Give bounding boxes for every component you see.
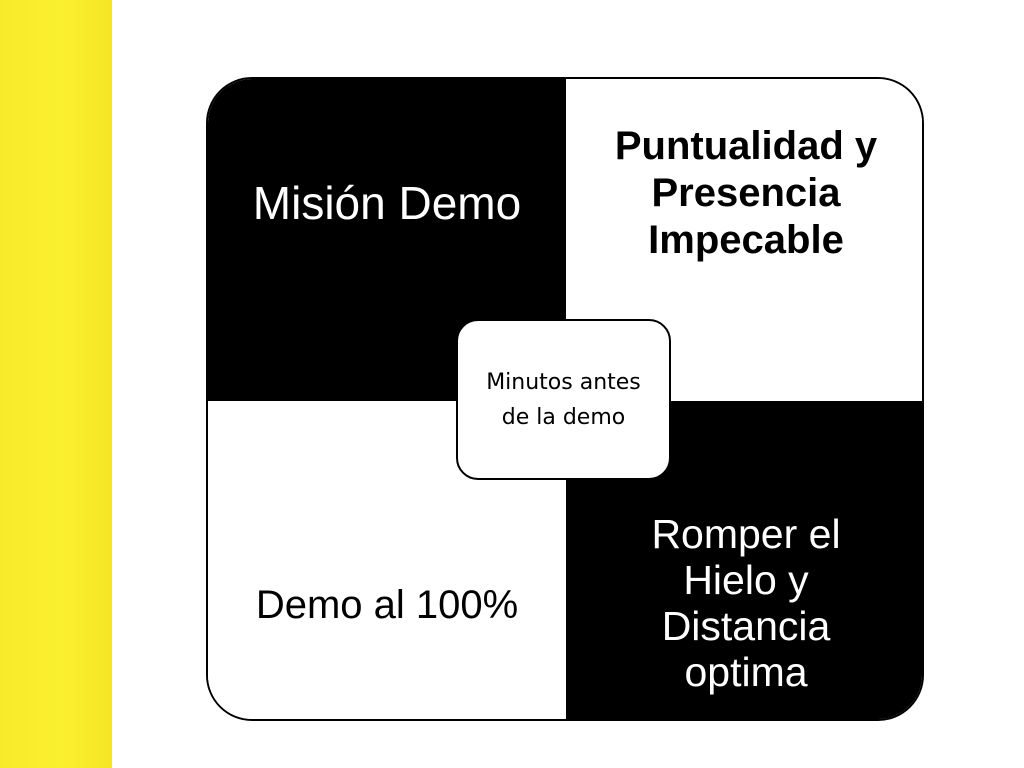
quadrant-top-left-label: Misión Demo <box>252 176 522 229</box>
quadrant-top-left: Misión Demo <box>208 79 566 401</box>
center-box-label: Minutos antes de la demo <box>486 369 641 430</box>
quadrant-bottom-right-label: Romper el Hielo y Distancia optima <box>651 511 841 695</box>
quadrant-top-right-label: Puntualidad y Presencia Impecable <box>614 124 878 262</box>
center-box: Minutos antes de la demo <box>456 319 671 480</box>
yellow-accent-bar <box>0 0 112 768</box>
quadrant-bottom-left-label: Demo al 100% <box>255 583 519 627</box>
